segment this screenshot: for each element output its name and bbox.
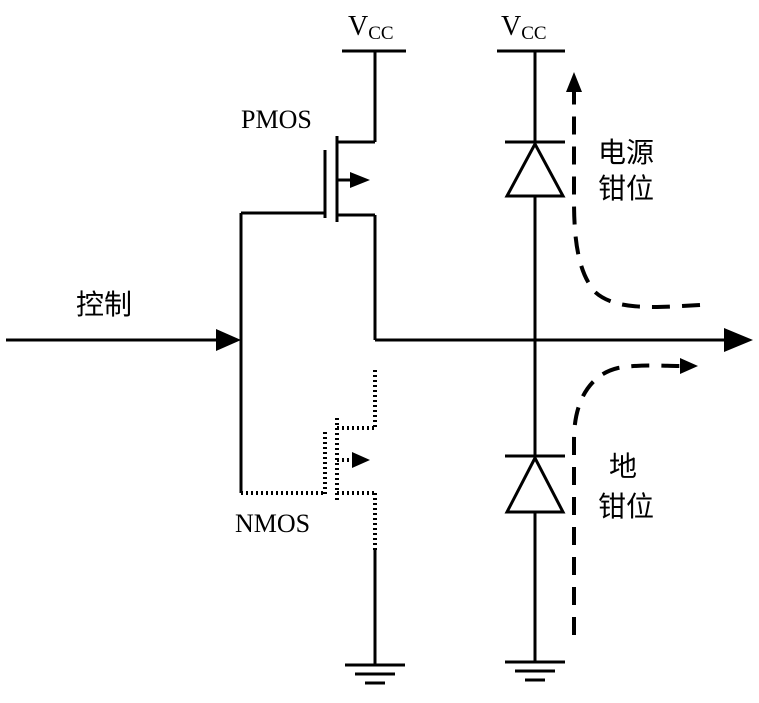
power-clamp-current-path (572, 92, 701, 309)
vcc-label-right: VCC (501, 11, 547, 44)
power-clamp-label-line2: 钳位 (598, 172, 654, 205)
vcc-label-left: VCC (348, 11, 394, 44)
ground-symbol-left (345, 663, 405, 685)
nmos-transistor (241, 370, 377, 550)
power-clamp-diode (504, 140, 566, 198)
ground-clamp-label-line1: 地 (609, 450, 637, 483)
svg-text:VCC: VCC (348, 11, 394, 44)
svg-text:VCC: VCC (501, 11, 547, 44)
ground-clamp-label-line2: 钳位 (598, 490, 654, 523)
ground-symbol-right (505, 660, 565, 682)
power-diode-triangle (504, 140, 566, 198)
output-arrow-icon (724, 328, 753, 352)
ground-diode-triangle (504, 454, 566, 514)
power-clamp-label-line1: 电源 (598, 136, 654, 169)
nmos-label: NMOS (235, 509, 310, 538)
control-arrow-icon (216, 329, 241, 351)
control-label: 控制 (76, 288, 132, 321)
ground-clamp-current-path (572, 363, 684, 635)
pmos-transistor (323, 136, 375, 222)
power-clamp-arrow-icon (566, 72, 582, 92)
pmos-arrow-icon (350, 172, 370, 188)
pmos-label: PMOS (241, 105, 312, 134)
ground-clamp-diode (504, 454, 566, 514)
ground-clamp-arrow-icon (680, 358, 698, 374)
nmos-arrow-icon (352, 452, 370, 468)
